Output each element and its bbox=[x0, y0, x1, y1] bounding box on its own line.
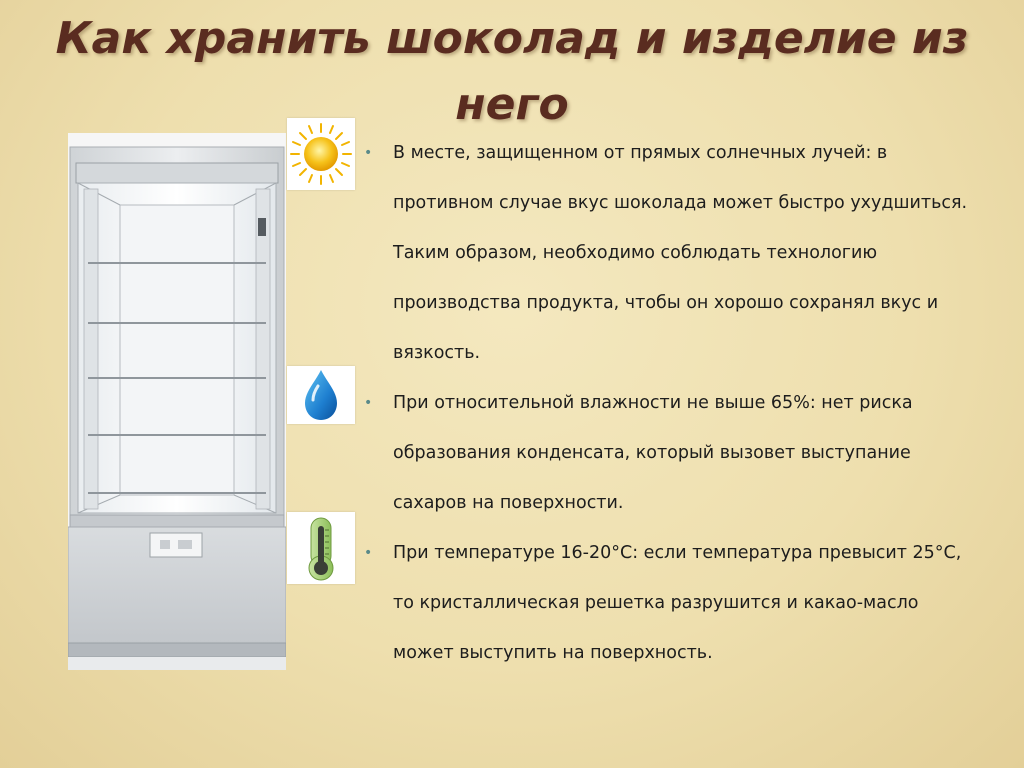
list-item: • При температуре 16-20°С: если температ… bbox=[362, 528, 972, 678]
bullet-marker: • bbox=[364, 145, 373, 161]
thermometer-icon bbox=[287, 512, 355, 584]
bullet-list: • В месте, защищенном от прямых солнечны… bbox=[362, 128, 972, 678]
sun-icon bbox=[287, 118, 355, 190]
list-item: • В месте, защищенном от прямых солнечны… bbox=[362, 128, 972, 378]
display-fridge-image bbox=[67, 133, 287, 670]
bullet-marker: • bbox=[364, 545, 373, 561]
bullet-text: При относительной влажности не выше 65%:… bbox=[393, 393, 913, 513]
water-drop-icon bbox=[287, 366, 355, 424]
list-item: • При относительной влажности не выше 65… bbox=[362, 378, 972, 528]
slide-title: Как хранить шоколад и изделие из него bbox=[55, 13, 969, 130]
bullet-marker: • bbox=[364, 395, 373, 411]
bullet-text: В месте, защищенном от прямых солнечных … bbox=[393, 143, 968, 363]
bullet-text: При температуре 16-20°С: если температур… bbox=[393, 543, 962, 663]
